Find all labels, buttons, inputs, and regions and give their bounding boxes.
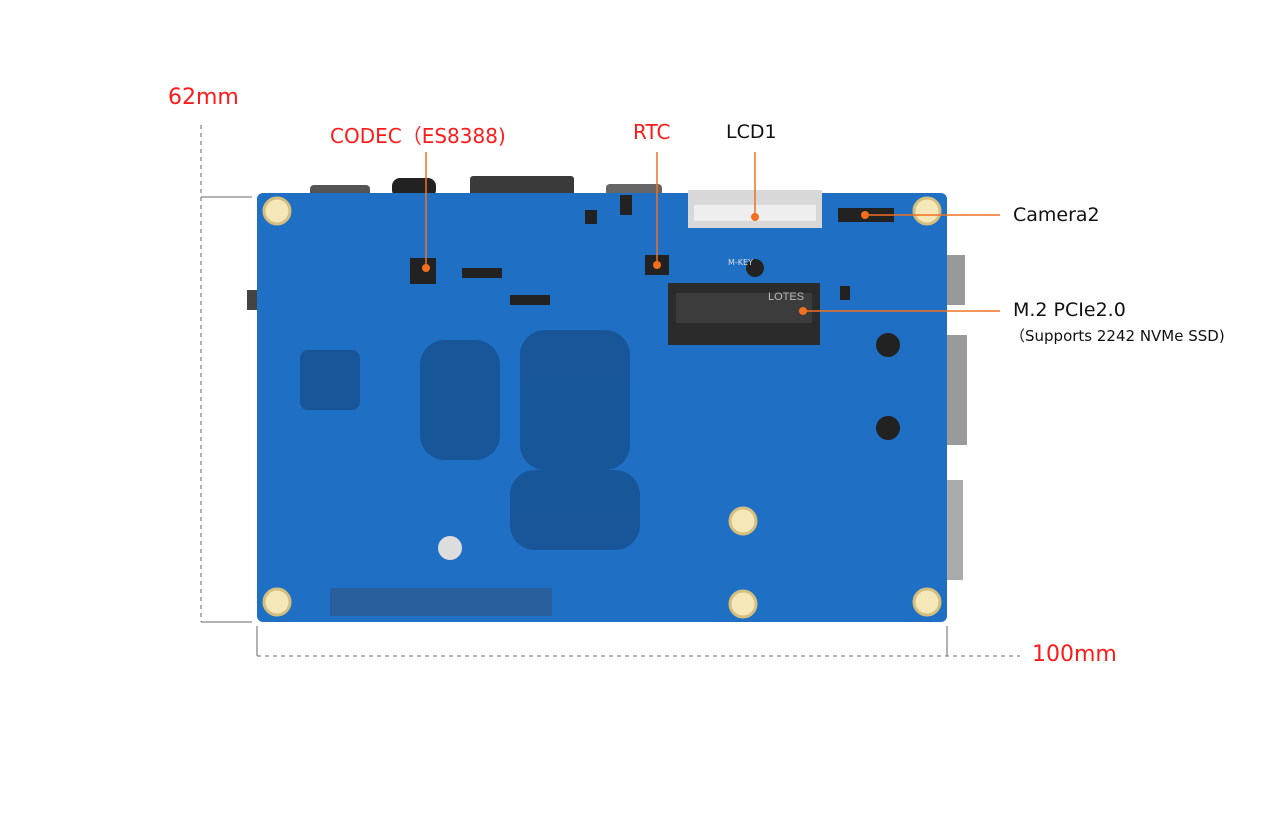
mounting-holes bbox=[262, 196, 942, 619]
board-chips bbox=[300, 330, 640, 550]
height-label: 62mm bbox=[168, 85, 239, 110]
camera-label: Camera2 bbox=[1013, 204, 1100, 226]
m2-brand: LOTES bbox=[768, 291, 804, 303]
rtc-label: RTC bbox=[633, 120, 671, 144]
m2-label: M.2 PCIe2.0 bbox=[1013, 299, 1126, 321]
small-components bbox=[410, 195, 900, 440]
width-label: 100mm bbox=[1032, 642, 1117, 667]
lcd-label: LCD1 bbox=[726, 121, 777, 143]
m2-sublabel: （Supports 2242 NVMe SSD) bbox=[1010, 327, 1225, 345]
width-dimension bbox=[256, 626, 1020, 657]
leader-lines bbox=[422, 152, 1000, 315]
m2-key-silkscreen: M-KEY bbox=[728, 258, 753, 267]
height-dimension bbox=[200, 125, 252, 623]
pin-header bbox=[330, 588, 552, 616]
codec-label: CODEC（ES8388) bbox=[330, 124, 506, 148]
